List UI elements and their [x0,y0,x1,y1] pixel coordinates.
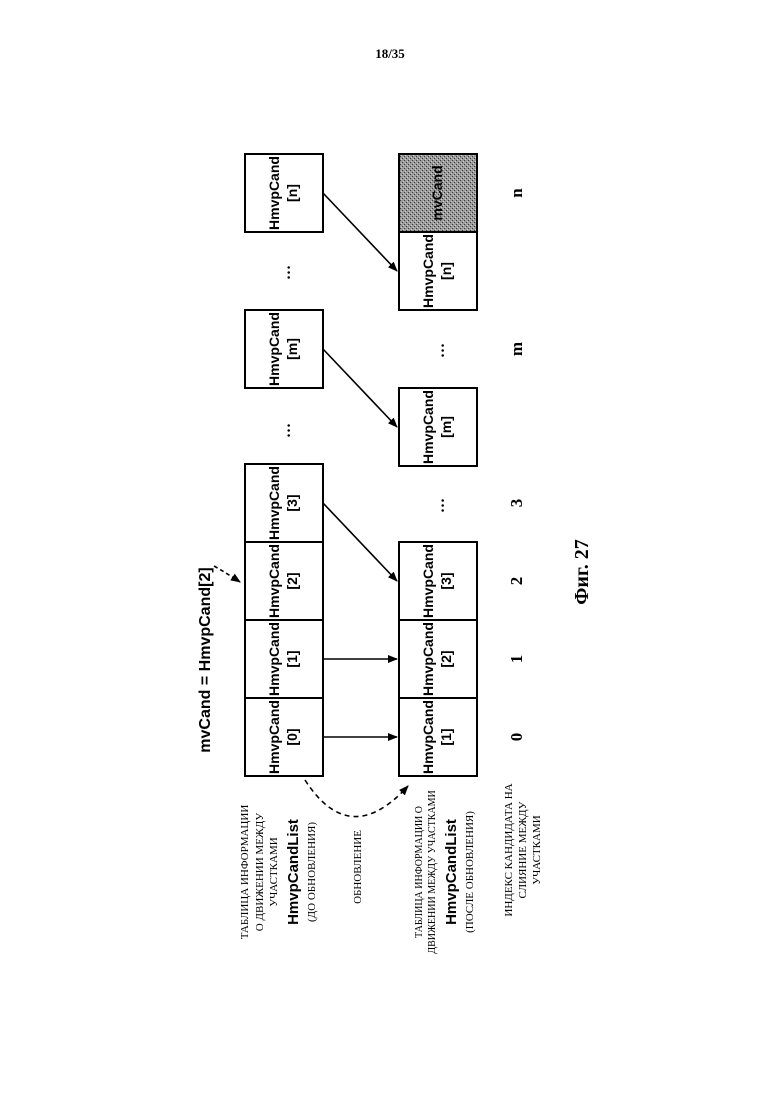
arrow-3-to-2 [323,503,397,581]
merge-index-2: 2 [507,577,526,586]
before-list-name: HmvpCandList [285,819,302,925]
merge-index-line-2: СЛИЯНИЕ МЕЖДУ [517,801,529,898]
before-title-line-3: УЧАСТКАМИ [268,837,280,906]
before-cell-1: HmvpCand [1] [245,620,323,698]
after-cell-1-index: [2] [438,650,454,667]
after-cell-n-name: mvCand [429,165,445,220]
before-cell-0-name: HmvpCand [266,700,282,774]
before-table-label: ТАБЛИЦА ИНФОРМАЦИИ О ДВИЖЕНИИ МЕЖДУ УЧАС… [239,805,318,940]
before-cell-3-index: [3] [284,494,300,511]
mvcand-formula: mvCand = HmvpCand[2] [197,567,214,752]
after-list-name: HmvpCandList [443,819,460,925]
before-cell-n: HmvpCand [n] [245,154,323,232]
after-ellipsis-2: ... [431,343,448,358]
after-ellipsis-1: ... [431,498,448,513]
merge-index-0: 0 [507,733,526,742]
merge-index-1: 1 [507,655,526,664]
after-title-line-1: ТАБЛИЦА ИНФОРМАЦИИ О [414,806,425,938]
after-cell-m-name: HmvpCand [420,390,436,464]
merge-index-values: 0 1 2 3 m n [507,188,526,742]
merge-index-line-1: ИНДЕКС КАНДИДАТА НА [503,783,515,916]
before-cell-3: HmvpCand [3] [245,464,323,542]
after-cell-2-name: HmvpCand [420,544,436,618]
after-cell-n-minus-1-index: [n] [438,262,454,280]
update-arrow [305,780,408,817]
after-cell-1: HmvpCand [2] [399,620,477,698]
merge-index-label: ИНДЕКС КАНДИДАТА НА СЛИЯНИЕ МЕЖДУ УЧАСТК… [503,783,543,916]
merge-index-3: 3 [507,499,526,508]
arrow-n-to-n-minus-1 [323,193,397,271]
merge-index-line-3: УЧАСТКАМИ [531,815,543,884]
after-cell-m: HmvpCand [m] [399,388,477,466]
after-cell-2: HmvpCand [3] [399,542,477,620]
before-cell-m: HmvpCand [m] [245,310,323,388]
before-cell-n-name: HmvpCand [266,156,282,230]
after-state: (ПОСЛЕ ОБНОВЛЕНИЯ) [464,811,476,933]
before-cell-3-name: HmvpCand [266,466,282,540]
table-after-cells: HmvpCand [1] HmvpCand [2] HmvpCand [3] H… [399,154,477,776]
after-cell-n-minus-1-name: HmvpCand [420,234,436,308]
before-title-line-1: ТАБЛИЦА ИНФОРМАЦИИ [239,805,251,940]
after-cell-0-index: [1] [438,728,454,745]
after-table-label: ТАБЛИЦА ИНФОРМАЦИИ О ДВИЖЕНИИ МЕЖДУ УЧАС… [414,790,476,954]
after-cell-m-index: [m] [438,416,454,438]
before-cell-m-name: HmvpCand [266,312,282,386]
after-cell-0: HmvpCand [1] [399,698,477,776]
after-cell-n-minus-1: HmvpCand [n] [399,232,477,310]
after-cell-0-name: HmvpCand [420,700,436,774]
before-cell-n-index: [n] [284,184,300,202]
before-cell-2-index: [2] [284,572,300,589]
arrow-m-to-m-minus-1 [323,349,397,427]
formula-pointer-arrow [214,566,240,582]
before-cell-0: HmvpCand [0] [245,698,323,776]
before-title-line-2: О ДВИЖЕНИИ МЕЖДУ [254,813,266,932]
after-cell-2-index: [3] [438,572,454,589]
before-ellipsis-1: ... [277,423,294,438]
figure-caption: Фиг. 27 [571,539,593,605]
update-label: ОБНОВЛЕНИЕ [352,830,364,904]
shift-arrows [323,193,397,737]
before-ellipsis-2: ... [277,265,294,280]
before-cell-0-index: [0] [284,728,300,745]
before-cell-2: HmvpCand [2] [245,542,323,620]
merge-index-n: n [507,188,526,198]
table-before-cells: HmvpCand [0] HmvpCand [1] HmvpCand [2] H… [245,154,323,776]
after-cell-1-name: HmvpCand [420,622,436,696]
before-cell-1-name: HmvpCand [266,622,282,696]
before-cell-m-index: [m] [284,338,300,360]
after-cell-n-new-candidate: mvCand [399,154,477,232]
merge-index-m: m [507,342,526,356]
before-cell-2-name: HmvpCand [266,544,282,618]
before-cell-1-index: [1] [284,650,300,667]
after-title-line-2: ДВИЖЕНИИ МЕЖДУ УЧАСТКАМИ [427,790,438,954]
before-state: (ДО ОБНОВЛЕНИЯ) [306,822,318,922]
